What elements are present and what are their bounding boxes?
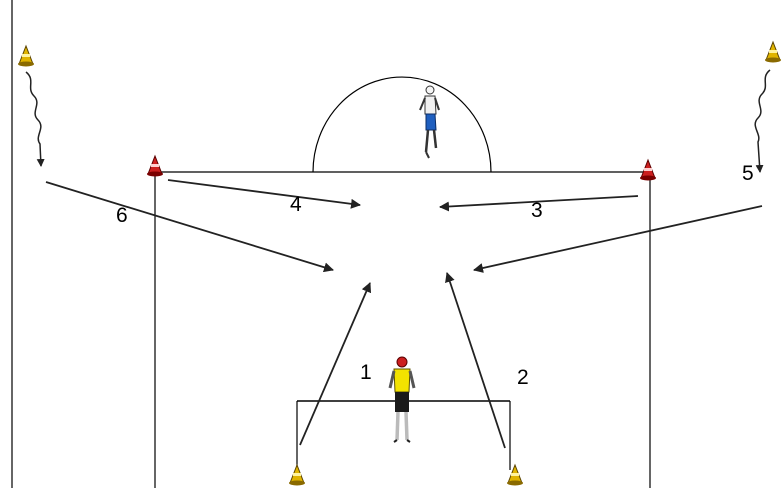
training-cone-icon — [765, 40, 781, 63]
player-figure-icon — [419, 85, 440, 159]
label-1: 1 — [360, 361, 372, 384]
arrow-3 — [439, 195, 639, 212]
goalkeeper-figure-icon — [388, 356, 416, 443]
label-3: 3 — [531, 199, 543, 222]
arrow-4 — [167, 179, 361, 209]
arrow-1 — [299, 282, 372, 446]
training-cone-icon — [18, 44, 34, 67]
label-5: 5 — [742, 162, 754, 185]
label-6: 6 — [116, 204, 128, 227]
training-cone-icon — [507, 463, 523, 486]
arrow-6 — [45, 181, 334, 273]
dribble-path-right — [754, 69, 771, 173]
penalty-arc — [312, 76, 492, 173]
label-2: 2 — [517, 366, 529, 389]
dribble-path-left — [25, 71, 45, 167]
arrow-5 — [473, 205, 763, 273]
training-cone-icon — [640, 158, 656, 181]
training-cone-icon — [289, 463, 305, 486]
arrow-2 — [445, 272, 506, 449]
label-4: 4 — [290, 193, 302, 216]
training-cone-icon — [147, 154, 163, 177]
